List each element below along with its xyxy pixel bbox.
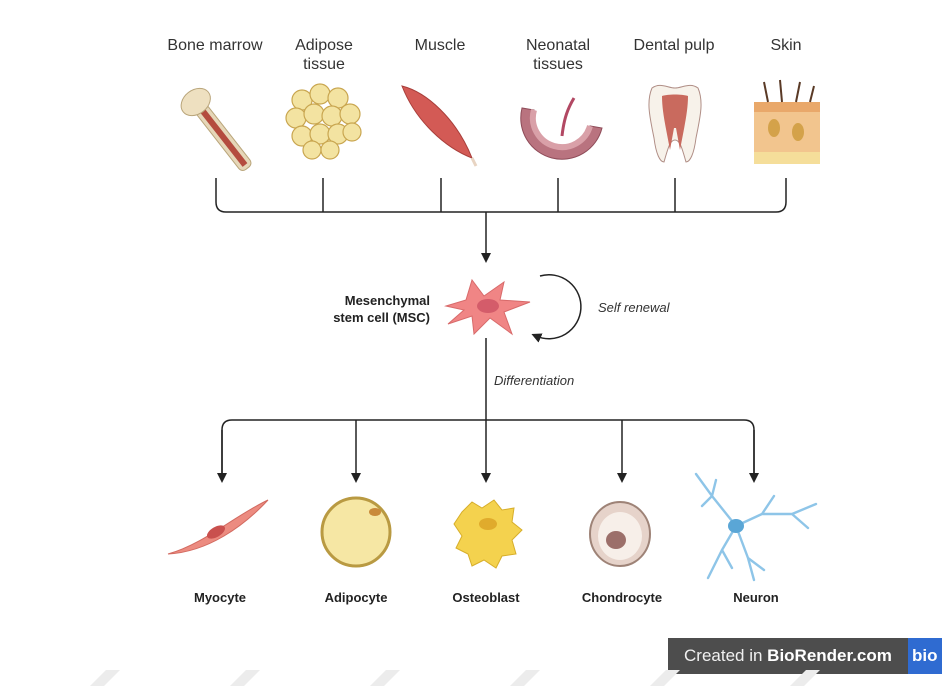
self-renewal-label: Self renewal xyxy=(598,300,670,315)
output-bracket xyxy=(222,420,754,478)
placenta-icon xyxy=(512,78,612,168)
source-label-skin: Skin xyxy=(726,36,846,55)
muscle-icon xyxy=(396,78,486,168)
watermark-pattern xyxy=(0,670,942,686)
differentiation-label: Differentiation xyxy=(494,373,574,388)
biorender-logo: bio xyxy=(908,638,942,674)
credit-text: Created in BioRender.com xyxy=(684,646,892,666)
credit-brand: BioRender.com xyxy=(767,646,892,665)
adipose-tissue-icon xyxy=(280,78,370,168)
myocyte-icon xyxy=(164,496,274,566)
neuron-icon xyxy=(692,466,822,586)
source-label-muscle: Muscle xyxy=(380,36,500,55)
osteoblast-icon xyxy=(448,494,528,574)
source-bracket xyxy=(216,178,786,212)
output-label-adipocyte: Adipocyte xyxy=(296,590,416,605)
biorender-credit-badge[interactable]: Created in BioRender.com bio xyxy=(668,638,942,674)
msc-cell-icon xyxy=(438,272,538,342)
output-label-osteoblast: Osteoblast xyxy=(426,590,546,605)
tooth-icon xyxy=(640,78,710,168)
output-label-myocyte: Myocyte xyxy=(160,590,280,605)
adipocyte-icon xyxy=(318,494,398,574)
chondrocyte-icon xyxy=(582,498,662,578)
skin-icon xyxy=(748,78,828,168)
self-renewal-arrow xyxy=(536,275,581,339)
output-label-neuron: Neuron xyxy=(696,590,816,605)
source-label-dental-pulp: Dental pulp xyxy=(614,36,734,55)
bone-icon xyxy=(170,75,260,175)
source-label-bone-marrow: Bone marrow xyxy=(155,36,275,55)
output-label-chondrocyte: Chondrocyte xyxy=(562,590,682,605)
